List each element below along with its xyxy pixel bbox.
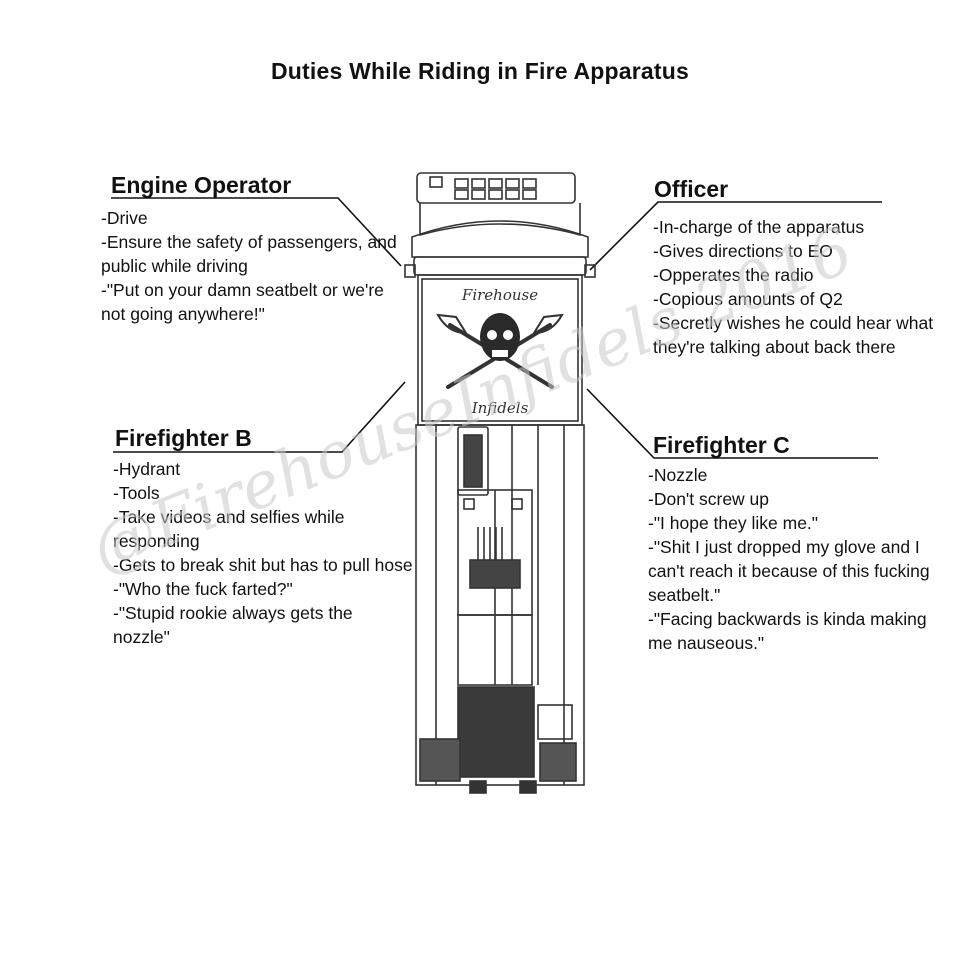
duty-item: -"I hope they like me."	[648, 513, 819, 533]
cab-outline	[419, 203, 581, 237]
duty-item: -Secretly wishes he could hear what they…	[653, 313, 934, 357]
duty-item: -Drive	[101, 208, 148, 228]
duty-item: -Nozzle	[648, 465, 708, 485]
diagram-title: Duties While Riding in Fire Apparatus	[270, 58, 690, 84]
duty-item: -Gets to break shit but has to pull hose	[113, 555, 413, 575]
role-firefighter-b: Firefighter B -Hydrant -Tools -Take vide…	[113, 425, 413, 649]
duty-item: -"Facing backwards is kinda making me na…	[648, 609, 927, 653]
duty-item: -Opperates the radio	[653, 265, 814, 285]
duty-item: -Gives directions to EO	[653, 241, 833, 261]
duty-list: -Hydrant -Tools -Take videos and selfies…	[113, 457, 413, 649]
fire-apparatus-drawing: Firehouse Infidels	[404, 172, 596, 794]
apparatus-body	[415, 424, 585, 786]
duty-item: -Tools	[113, 483, 160, 503]
role-heading: Officer	[654, 176, 729, 202]
role-engine-operator: Engine Operator -Drive -Ensure the safet…	[101, 172, 401, 326]
duty-item: -Don't screw up	[648, 489, 770, 509]
duty-list: -Nozzle -Don't screw up -"I hope they li…	[648, 463, 948, 655]
duty-item: -"Put on your damn seatbelt or we're not…	[101, 280, 384, 324]
duty-item: -Hydrant	[113, 459, 181, 479]
role-heading: Firefighter B	[115, 425, 252, 451]
duty-item: -"Who the fuck farted?"	[113, 579, 293, 599]
logo-top-text: Firehouse	[461, 286, 538, 304]
duty-item: -Copious amounts of Q2	[653, 289, 843, 309]
duty-item: -Ensure the safety of passengers, and pu…	[101, 232, 397, 276]
duty-item: -"Shit I just dropped my glove and I can…	[648, 537, 930, 605]
role-heading: Firefighter C	[653, 432, 790, 458]
duty-item: -In-charge of the apparatus	[653, 217, 865, 237]
light-bar	[416, 172, 576, 204]
firehouse-infidels-logo: Firehouse Infidels	[436, 286, 564, 417]
duty-list: -Drive -Ensure the safety of passengers,…	[101, 206, 401, 326]
duty-item: -"Stupid rookie always gets the nozzle"	[113, 603, 353, 647]
role-heading: Engine Operator	[111, 172, 292, 198]
logo-bottom-text: Infidels	[471, 399, 529, 417]
role-officer: Officer -In-charge of the apparatus -Giv…	[653, 176, 953, 359]
duty-list: -In-charge of the apparatus -Gives direc…	[653, 215, 953, 359]
role-firefighter-c: Firefighter C -Nozzle -Don't screw up -"…	[648, 432, 948, 655]
duty-item: -Take videos and selfies while respondin…	[113, 507, 345, 551]
